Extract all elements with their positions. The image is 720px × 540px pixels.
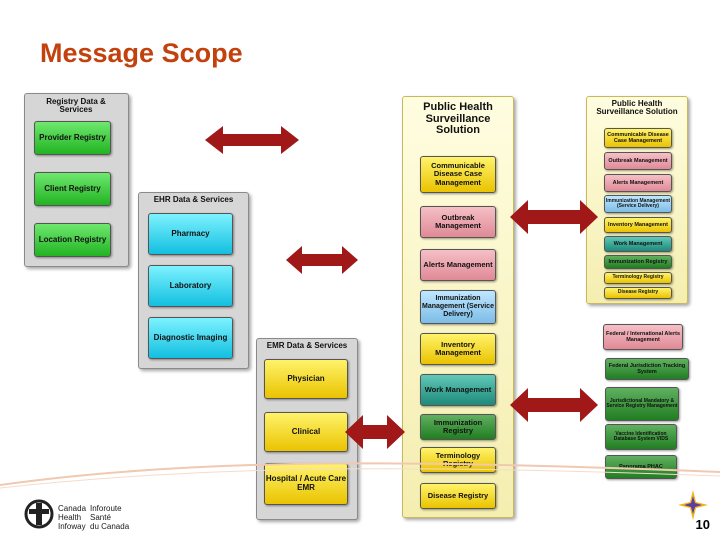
registry-item-provider: Provider Registry (34, 121, 111, 155)
logo-text-en: Canada Health Infoway (58, 504, 86, 532)
page-title: Message Scope (40, 38, 243, 68)
right-phs-item-outbreak: Outbreak Management (604, 152, 672, 170)
right-phs-item-disease-registry: Disease Registry (604, 287, 672, 299)
right-phs-panel: Public Health Surveillance Solution Comm… (586, 96, 688, 304)
logo-fr-line3: du Canada (90, 522, 130, 532)
emr-item-clinical: Clinical (264, 412, 348, 452)
phs-item-immunization-registry: Immunization Registry (420, 414, 496, 440)
external-item-vids: Vaccine Identification Database System V… (605, 424, 677, 450)
arrow-registry (205, 126, 299, 154)
phs-item-communicable: Communicable Disease Case Management (420, 156, 496, 193)
external-item-federal-tracking: Federal Jurisdiction Tracking System (605, 358, 689, 380)
logo-fr-line2: Santé (90, 513, 111, 523)
logo-fr-line1: Inforoute (90, 504, 122, 513)
phs-item-disease-registry: Disease Registry (420, 483, 496, 509)
right-phs-item-inventory: Inventory Management (604, 217, 672, 233)
right-phs-item-immunization-registry: Immunization Registry (604, 255, 672, 269)
ehr-panel-heading: EHR Data & Services (153, 195, 234, 204)
decorative-swoosh (0, 462, 720, 489)
phs-item-inventory: Inventory Management (420, 333, 496, 365)
ehr-item-diagnostic-imaging: Diagnostic Imaging (148, 317, 233, 359)
phs-item-outbreak: Outbreak Management (420, 206, 496, 238)
ehr-item-pharmacy: Pharmacy (148, 213, 233, 255)
emr-item-physician: Physician (264, 359, 348, 399)
right-phs-item-communicable: Communicable Disease Case Management (604, 128, 672, 148)
right-phs-item-alerts: Alerts Management (604, 174, 672, 192)
logo-text-fr: Inforoute Santé du Canada (90, 504, 129, 532)
phs-item-immunization-mgmt: Immunization Management (Service Deliver… (420, 290, 496, 324)
arrow-ehr (286, 246, 358, 274)
arrow-external (510, 388, 598, 422)
registry-item-client: Client Registry (34, 172, 111, 206)
phs-panel-heading: Public Health Surveillance Solution (423, 101, 493, 137)
arrow-emr (345, 415, 405, 449)
logo-en-line1: Canada (58, 504, 87, 513)
registry-item-location: Location Registry (34, 223, 111, 257)
external-item-jurisdictional: Jurisdictional Mandatory & Service Regis… (605, 387, 679, 421)
infoway-logo-icon (24, 499, 54, 529)
external-item-panorama: Panorama PHAC (605, 455, 677, 479)
right-phs-item-work: Work Management (604, 236, 672, 252)
star-logo-icon (678, 490, 708, 520)
emr-item-hospital: Hospital / Acute Care EMR (264, 463, 348, 505)
right-phs-item-terminology: Terminology Registry (604, 272, 672, 284)
registry-panel: Registry Data & Services Provider Regist… (24, 93, 129, 267)
registry-panel-heading: Registry Data & Services (46, 97, 106, 115)
logo-en-line3: Infoway (58, 522, 86, 532)
arrow-right-phs (510, 200, 598, 234)
right-phs-item-immunization-mgmt: Immunization Management (Service Deliver… (604, 195, 672, 213)
ehr-item-laboratory: Laboratory (148, 265, 233, 307)
logo-en-line2: Health (58, 513, 82, 523)
external-item-federal-alerts: Federal / International Alerts Managemen… (603, 324, 683, 350)
phs-item-work: Work Management (420, 374, 496, 406)
ehr-panel: EHR Data & Services Pharmacy Laboratory … (138, 192, 249, 369)
phs-item-alerts: Alerts Management (420, 249, 496, 281)
page-number: 10 (695, 517, 710, 532)
emr-panel: EMR Data & Services Physician Clinical H… (256, 338, 358, 520)
right-phs-heading: Public Health Surveillance Solution (596, 99, 678, 117)
emr-panel-heading: EMR Data & Services (266, 341, 348, 350)
